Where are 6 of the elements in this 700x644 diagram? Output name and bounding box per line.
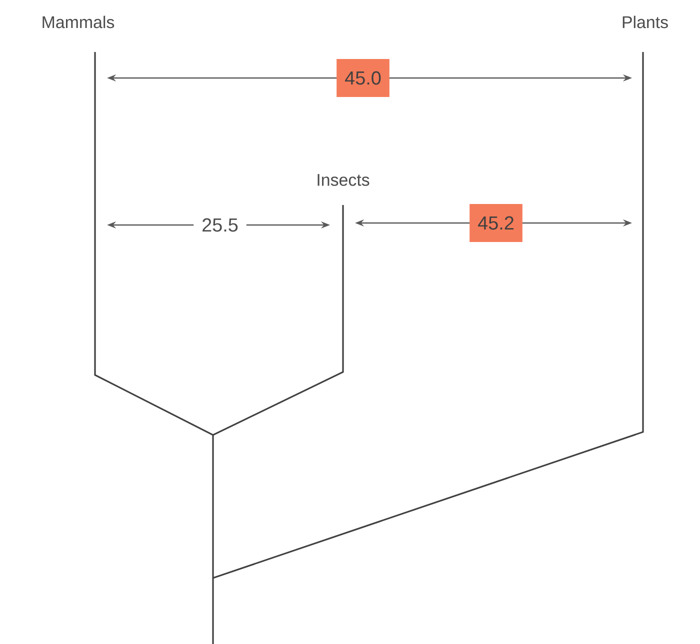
taxon-label: Mammals [42, 16, 114, 28]
distance-label: 45.0 [336, 59, 390, 97]
distance-label: 45.2 [470, 204, 522, 242]
taxon-label: Insects [318, 174, 370, 186]
taxon-label: Plants [622, 16, 668, 28]
distance-label: 25.5 [194, 214, 246, 235]
